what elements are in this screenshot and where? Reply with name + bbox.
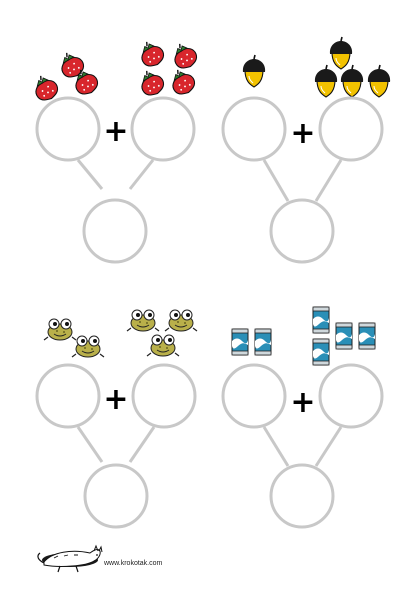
right-count-circle[interactable] bbox=[318, 363, 384, 429]
can-icon bbox=[231, 328, 272, 356]
connector-line bbox=[314, 426, 343, 467]
connector-line bbox=[128, 159, 155, 190]
frog-icon bbox=[126, 309, 198, 357]
right-count-circle[interactable] bbox=[318, 96, 384, 162]
sum-circle[interactable] bbox=[269, 463, 335, 529]
strawberry-icon bbox=[32, 50, 102, 105]
problem-frogs: + bbox=[35, 309, 198, 529]
acorn-icon bbox=[242, 54, 266, 88]
left-count-circle[interactable] bbox=[35, 96, 101, 162]
frog-icon bbox=[43, 318, 105, 358]
problem-strawberries: + bbox=[32, 39, 201, 264]
right-count-circle[interactable] bbox=[130, 96, 196, 162]
strawberry-icon bbox=[138, 39, 201, 100]
acorn-icon bbox=[314, 36, 391, 98]
connector-line bbox=[314, 159, 343, 202]
problem-acorns: + bbox=[221, 36, 391, 264]
connector-line bbox=[262, 426, 290, 467]
left-count-circle[interactable] bbox=[35, 363, 101, 429]
sum-circle[interactable] bbox=[269, 198, 335, 264]
krokotak-cat-logo-icon bbox=[37, 544, 103, 573]
connector-line bbox=[262, 159, 290, 202]
sum-circle[interactable] bbox=[83, 463, 149, 529]
plus-sign: + bbox=[290, 385, 315, 420]
left-count-circle[interactable] bbox=[221, 363, 287, 429]
connector-line bbox=[128, 426, 156, 463]
connector-line bbox=[76, 426, 104, 463]
problem-cans: + bbox=[221, 306, 384, 529]
plus-sign: + bbox=[290, 116, 315, 151]
right-count-circle[interactable] bbox=[131, 363, 197, 429]
sum-circle[interactable] bbox=[82, 198, 148, 264]
can-icon bbox=[312, 306, 376, 366]
connector-line bbox=[76, 159, 104, 190]
plus-sign: + bbox=[103, 382, 128, 417]
plus-sign: + bbox=[103, 114, 128, 149]
left-count-circle[interactable] bbox=[221, 96, 287, 162]
website-url[interactable]: www.krokotak.com bbox=[104, 560, 163, 567]
